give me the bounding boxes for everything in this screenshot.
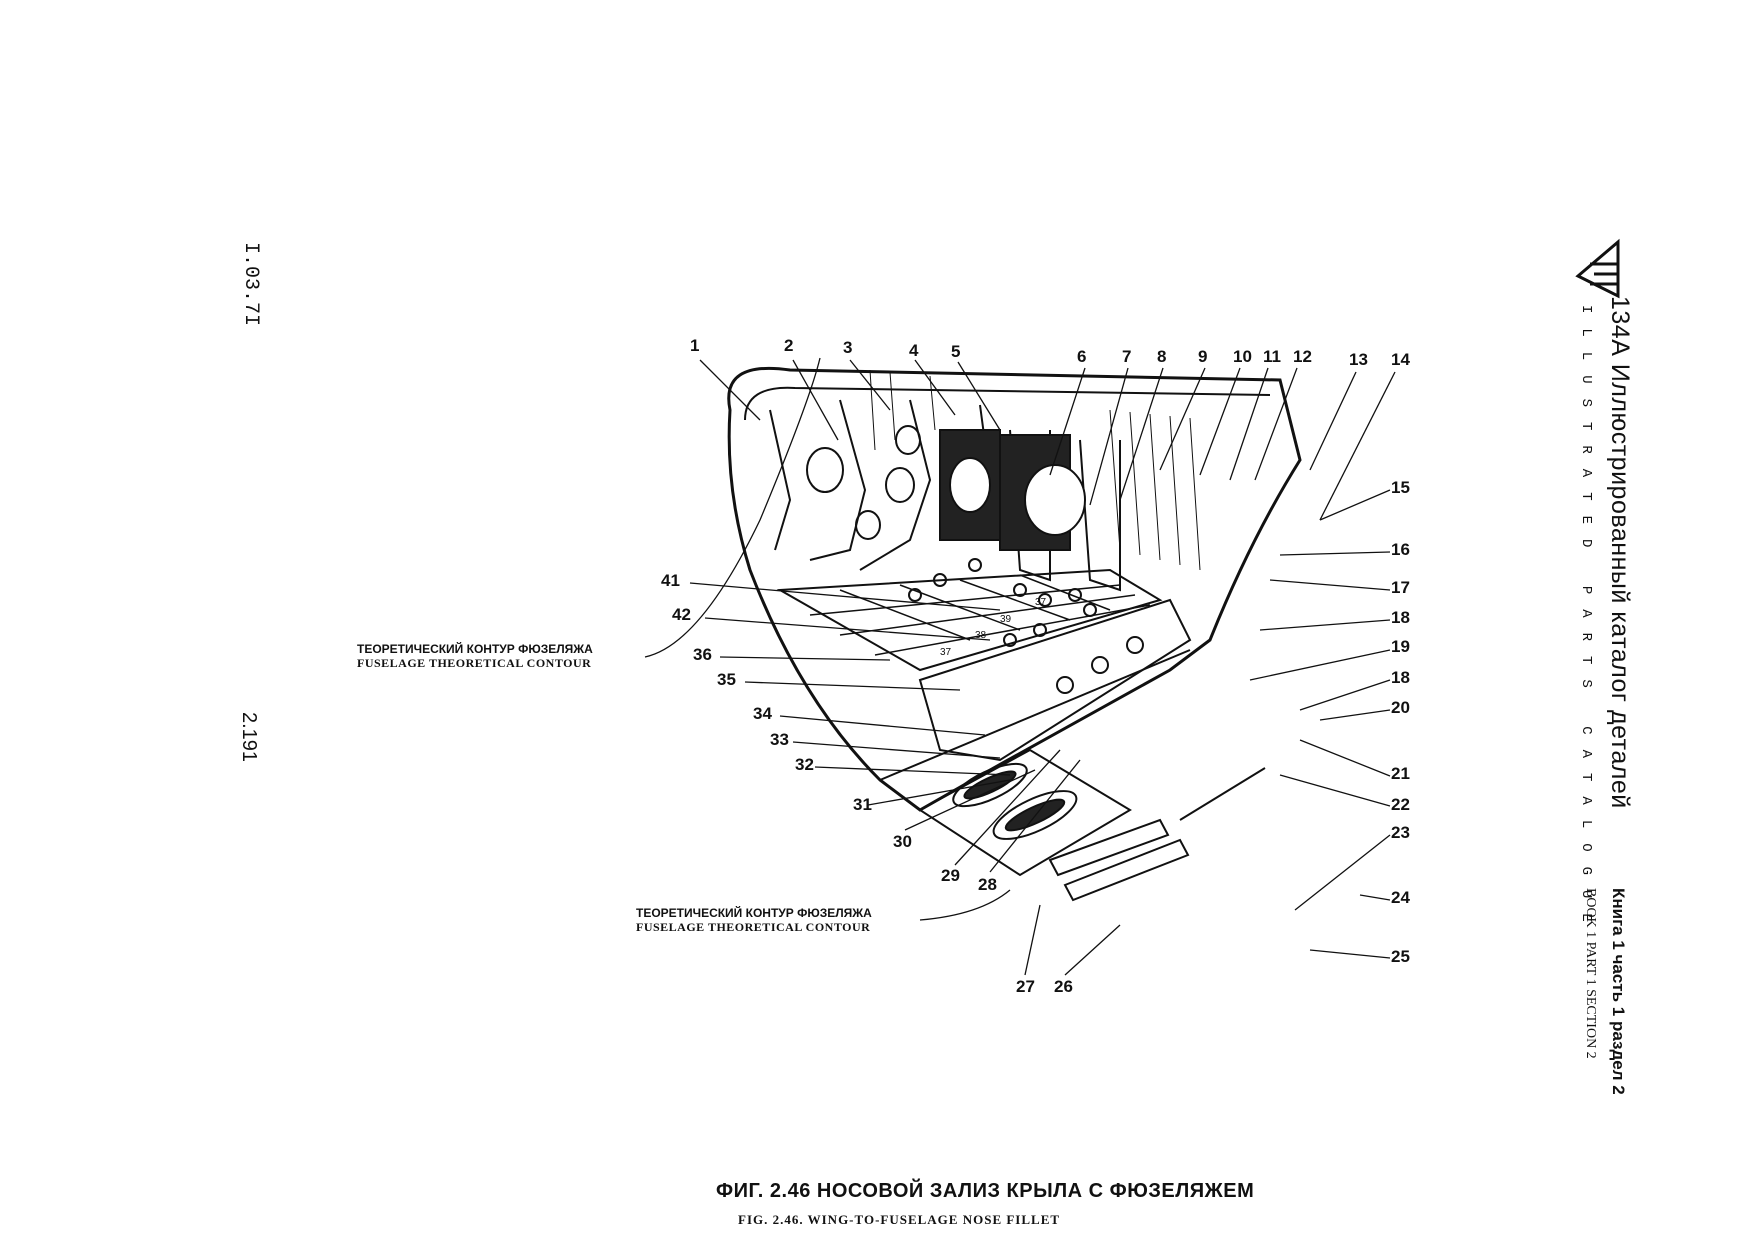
callout-label: 13	[1349, 350, 1368, 369]
callout-label: 21	[1391, 764, 1410, 783]
callout-label: 35	[717, 670, 736, 689]
callout-label: 5	[951, 342, 961, 361]
callout-label: 23	[1391, 823, 1410, 842]
inner-label: 37	[1035, 597, 1047, 608]
callout-label: 33	[770, 730, 789, 749]
callout-label: 2	[784, 336, 794, 355]
callout-label: 6	[1077, 347, 1087, 366]
callout-label: 36	[693, 645, 712, 664]
callout-label: 34	[753, 704, 772, 723]
figure-caption-ru: ФИГ. 2.46 НОСОВОЙ ЗАЛИЗ КРЫЛА С ФЮЗЕЛЯЖЕ…	[716, 1180, 1255, 1202]
callout-label: 3	[843, 338, 853, 357]
callout-label: 16	[1391, 540, 1410, 559]
callout-label: 19	[1391, 637, 1410, 656]
figure-caption-en: FIG. 2.46. WING-TO-FUSELAGE NOSE FILLET	[738, 1212, 1061, 1227]
callout-label: 27	[1016, 977, 1035, 996]
callout-label: 8	[1157, 347, 1167, 366]
callout-label: 11	[1263, 347, 1281, 366]
callout-label: 24	[1391, 888, 1410, 907]
callout-label: 15	[1391, 478, 1410, 497]
callout-label: 14	[1391, 350, 1410, 369]
contour-label-ru: ТЕОРЕТИЧЕСКИЙ КОНТУР ФЮЗЕЛЯЖА	[636, 906, 872, 920]
callout-label: 29	[941, 866, 960, 885]
contour-label-en: FUSELAGE THEORETICAL CONTOUR	[357, 656, 592, 670]
callout-label: 22	[1391, 795, 1410, 814]
inner-label: 37	[940, 647, 952, 658]
callout-label: 32	[795, 755, 814, 774]
callout-label: 18	[1391, 608, 1410, 627]
callout-label: 7	[1122, 347, 1132, 366]
callout-label: 28	[978, 875, 997, 894]
callout-label: 42	[672, 605, 691, 624]
inner-label: 38	[975, 630, 987, 641]
callout-label: 31	[853, 795, 872, 814]
contour-label-ru: ТЕОРЕТИЧЕСКИЙ КОНТУР ФЮЗЕЛЯЖА	[357, 642, 593, 656]
callout-label: 30	[893, 832, 912, 851]
contour-label-upper: ТЕОРЕТИЧЕСКИЙ КОНТУР ФЮЗЕЛЯЖА FUSELAGE T…	[357, 642, 593, 670]
callout-label: 26	[1054, 977, 1073, 996]
inner-label: 39	[1000, 614, 1012, 625]
callout-label: 9	[1198, 347, 1208, 366]
callout-label: 12	[1293, 347, 1312, 366]
callout-label: 41	[661, 571, 680, 590]
callout-label: 25	[1391, 947, 1410, 966]
callout-label: 20	[1391, 698, 1410, 717]
callout-label: 10	[1233, 347, 1252, 366]
brand-logo	[1572, 238, 1632, 300]
callout-label: 1	[690, 336, 700, 355]
callout-label: 4	[909, 341, 919, 360]
callout-label: 17	[1391, 578, 1410, 597]
contour-label-lower: ТЕОРЕТИЧЕСКИЙ КОНТУР ФЮЗЕЛЯЖА FUSELAGE T…	[636, 906, 872, 934]
fillet-illustration	[690, 340, 1410, 1000]
callout-label: 18	[1391, 668, 1410, 687]
contour-label-en: FUSELAGE THEORETICAL CONTOUR	[636, 920, 871, 934]
